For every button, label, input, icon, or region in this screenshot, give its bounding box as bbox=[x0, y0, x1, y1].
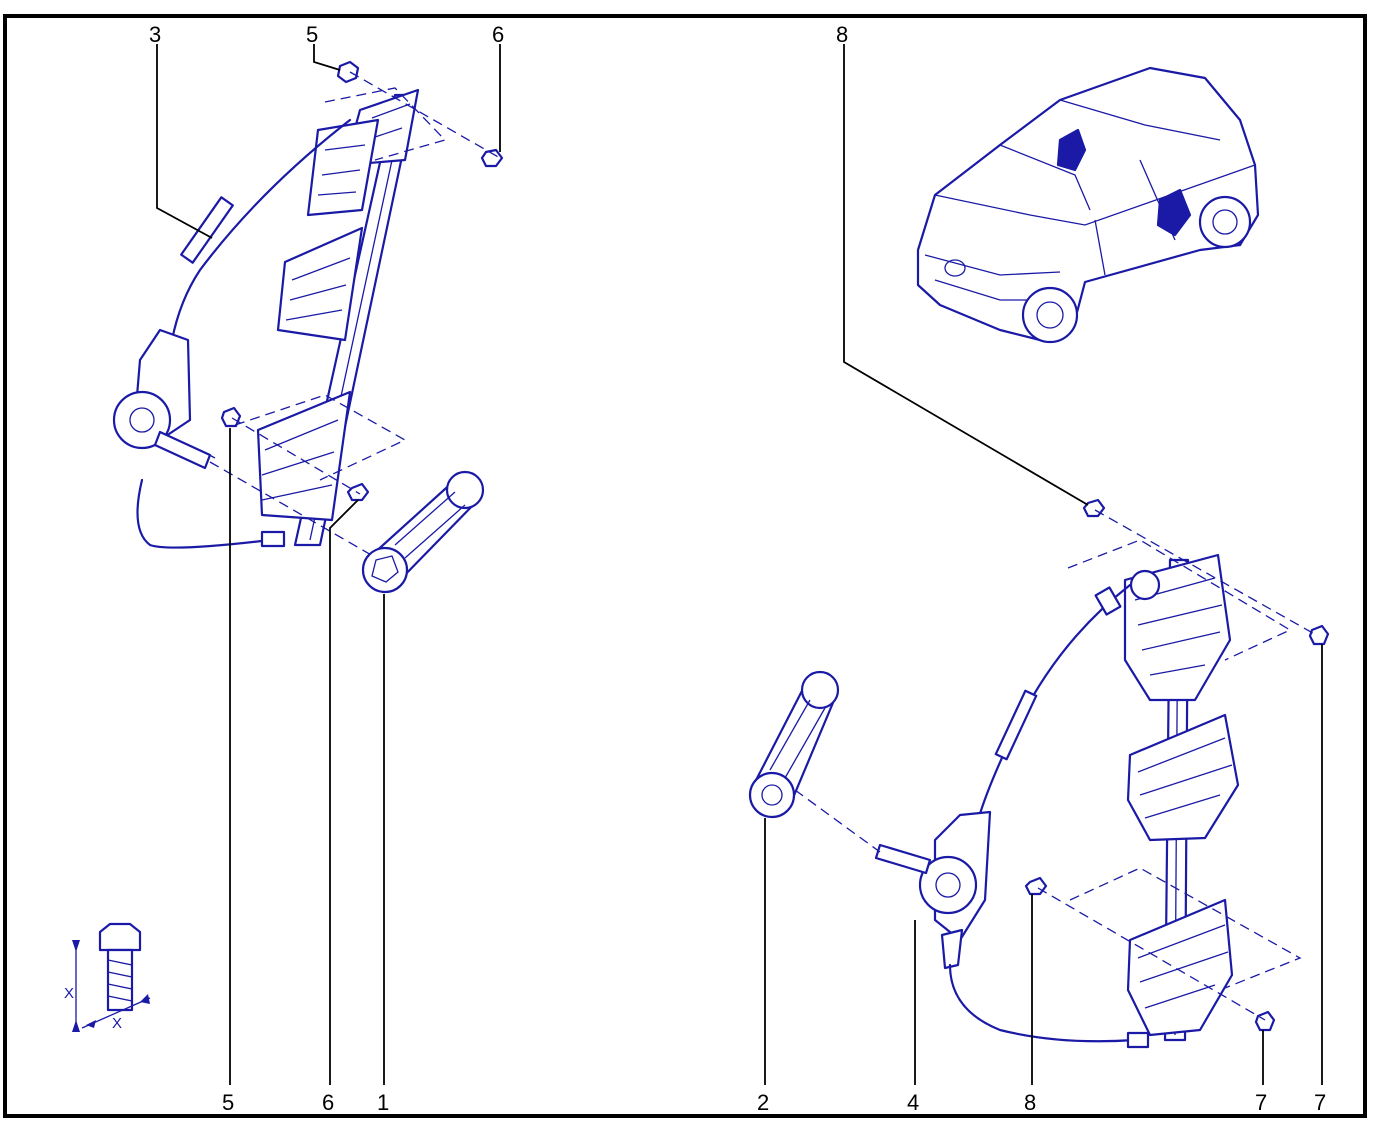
callout-6-bottom: 6 bbox=[322, 1090, 334, 1115]
callout-2: 2 bbox=[757, 1090, 769, 1115]
nut-5-mid bbox=[220, 406, 242, 428]
nut-7-right bbox=[1308, 624, 1330, 646]
callout-5-bottom: 5 bbox=[222, 1090, 234, 1115]
callouts-top: 3 5 6 8 bbox=[149, 22, 848, 47]
torque-symbol: X X bbox=[64, 922, 151, 1032]
screw-6-mid bbox=[346, 482, 370, 502]
window-crank-handle-left bbox=[361, 470, 485, 594]
leader-lines bbox=[156, 44, 1323, 1085]
nut-5-top bbox=[336, 60, 360, 84]
nut-7-bottom bbox=[1254, 1010, 1276, 1032]
screw-6-top bbox=[480, 148, 504, 168]
left-window-regulator bbox=[112, 60, 504, 561]
callout-5-top: 5 bbox=[306, 22, 318, 47]
torque-dimension-label-vertical: X bbox=[64, 985, 74, 1002]
callout-1: 1 bbox=[377, 1090, 389, 1115]
callout-7-right: 7 bbox=[1314, 1090, 1326, 1115]
right-window-regulator bbox=[794, 498, 1330, 1049]
vehicle-location-illustration bbox=[916, 66, 1260, 344]
callout-4: 4 bbox=[907, 1090, 919, 1115]
diagram-frame bbox=[3, 14, 1367, 1118]
callout-8-top: 8 bbox=[836, 22, 848, 47]
callout-6-top: 6 bbox=[492, 22, 504, 47]
window-crank-handle-right bbox=[748, 670, 840, 819]
callout-3: 3 bbox=[149, 22, 161, 47]
callout-7-bottom: 7 bbox=[1255, 1090, 1267, 1115]
callouts-bottom: 5 6 1 2 4 8 7 7 bbox=[222, 1090, 1326, 1115]
callout-8-bottom: 8 bbox=[1024, 1090, 1036, 1115]
torque-dimension-label-horizontal: X bbox=[112, 1015, 122, 1032]
